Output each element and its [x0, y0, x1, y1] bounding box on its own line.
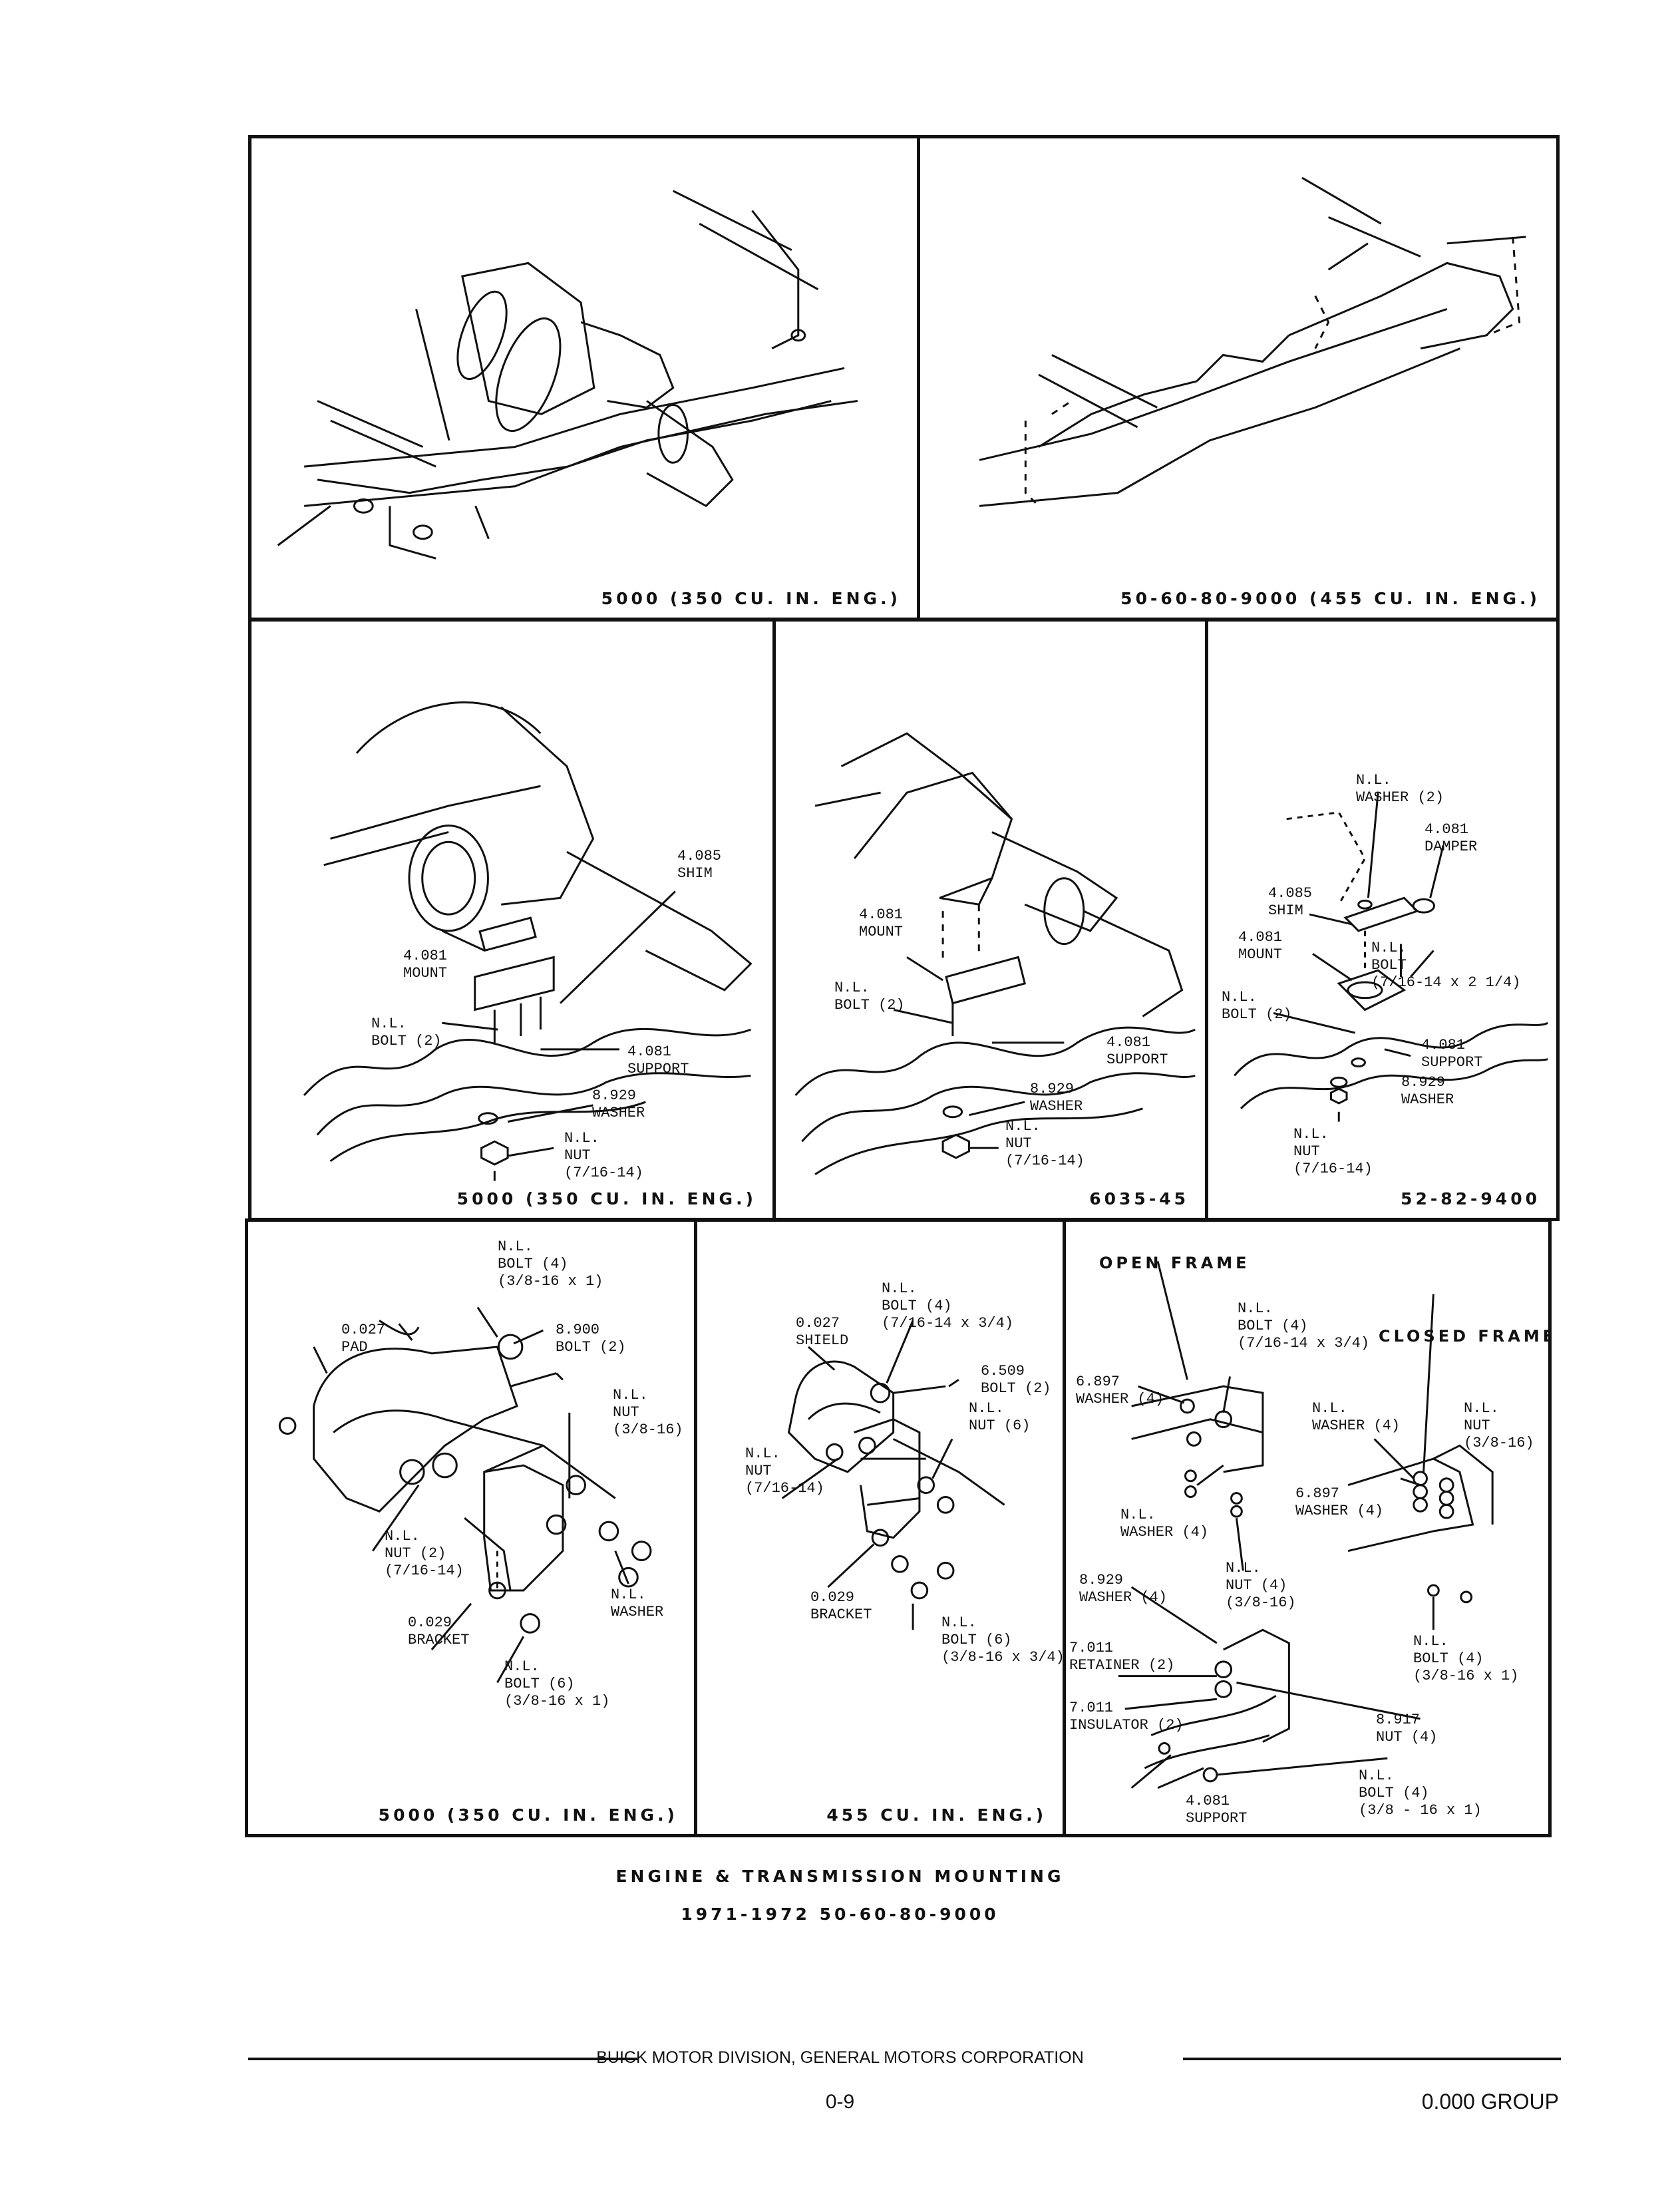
- caption-mid-right: 52-82-9400: [1401, 1189, 1540, 1208]
- label-bolt-right: N.L.BOLT (4)(3/8-16 x 1): [1413, 1633, 1519, 1684]
- label-nut-right: N.L.NUT(3/8-16): [613, 1387, 683, 1438]
- caption-top-left: 5000 (350 CU. IN. ENG.): [601, 589, 901, 608]
- label-washer-nl-right: N.L.WASHER (4): [1312, 1400, 1401, 1434]
- footer-rule-left: [248, 2058, 637, 2060]
- label-nut: N.L.NUT(7/16-14): [564, 1130, 643, 1181]
- mount-illustration-6035: [776, 622, 1205, 1218]
- panel-top-left: 5000 (350 CU. IN. ENG.): [248, 135, 920, 621]
- crossmember-illustration-350: [252, 138, 917, 618]
- label-bolt-right: N.L.BOLT(7/16-14 x 2 1/4): [1371, 940, 1521, 991]
- footer-page-number: 0-9: [825, 2091, 855, 2113]
- page-title: ENGINE & TRANSMISSION MOUNTING: [615, 1867, 1065, 1886]
- label-nut-right: N.L.NUT(3/8-16): [1464, 1400, 1534, 1451]
- mount-illustration-350: [252, 622, 772, 1218]
- footer-rule-right: [1183, 2058, 1561, 2060]
- bracket-illustration-350: [248, 1222, 694, 1834]
- caption-bot-left: 5000 (350 CU. IN. ENG.): [378, 1805, 678, 1825]
- label-bolt-bottom: N.L.BOLT (6)(3/8-16 x 1): [504, 1658, 610, 1710]
- footer-group: 0.000 GROUP: [1421, 2090, 1559, 2113]
- label-bolt: N.L.BOLT (2): [834, 980, 905, 1013]
- label-washer-top: N.L.WASHER (2): [1356, 772, 1444, 806]
- label-nut-left: N.L.NUT(7/16-14): [745, 1445, 824, 1497]
- heading-open-frame: OPEN FRAME: [1099, 1254, 1250, 1272]
- caption-bot-center: 455 CU. IN. ENG.): [826, 1805, 1047, 1825]
- label-bolt-bottom: N.L.BOLT (6)(3/8-16 x 3/4): [941, 1614, 1065, 1666]
- heading-closed-frame: CLOSED FRAME: [1379, 1327, 1552, 1346]
- page-subtitle: 1971-1972 50-60-80-9000: [681, 1905, 999, 1924]
- crossmember-illustration-455: [920, 138, 1556, 618]
- label-washer-nl-left: N.L.WASHER (4): [1120, 1507, 1209, 1541]
- caption-mid-left: 5000 (350 CU. IN. ENG.): [456, 1189, 756, 1208]
- bracket-illustration-455: [697, 1222, 1063, 1834]
- footer-company: BUICK MOTOR DIVISION, GENERAL MOTORS COR…: [596, 2048, 1084, 2067]
- label-bolt-top: N.L.BOLT (4)(7/16-14 x 3/4): [882, 1280, 1014, 1332]
- label-nut-right: N.L.NUT (6): [969, 1400, 1031, 1434]
- panel-bot-right: OPEN FRAME CLOSED FRAME N.L.BOLT (4)(7/1…: [1063, 1218, 1552, 1837]
- label-bolt-top: N.L.BOLT (4)(3/8-16 x 1): [498, 1238, 603, 1290]
- label-bolt: N.L.BOLT (2): [371, 1015, 442, 1049]
- frame-mount-illustration: [1066, 1222, 1548, 1834]
- label-bolt-bottom: N.L.BOLT (4)(3/8 - 16 x 1): [1359, 1767, 1482, 1819]
- label-nut: N.L.NUT(7/16-14): [1293, 1126, 1373, 1177]
- label-nut-left: N.L.NUT (2)(7/16-14): [385, 1528, 464, 1579]
- label-nut-center: N.L.NUT (4)(3/8-16): [1226, 1560, 1296, 1611]
- label-bolt-left: N.L.BOLT (2): [1222, 989, 1292, 1023]
- label-bolt-top: N.L.BOLT (4)(7/16-14 x 3/4): [1238, 1300, 1370, 1352]
- caption-mid-center: 6035-45: [1089, 1189, 1189, 1208]
- caption-top-right: 50-60-80-9000 (455 CU. IN. ENG.): [1120, 589, 1540, 608]
- mount-illustration-9400: [1208, 622, 1556, 1218]
- label-washer: N.L.WASHER: [611, 1586, 664, 1620]
- panel-top-right: 50-60-80-9000 (455 CU. IN. ENG.): [917, 135, 1560, 621]
- label-nut: N.L.NUT(7/16-14): [1005, 1118, 1085, 1169]
